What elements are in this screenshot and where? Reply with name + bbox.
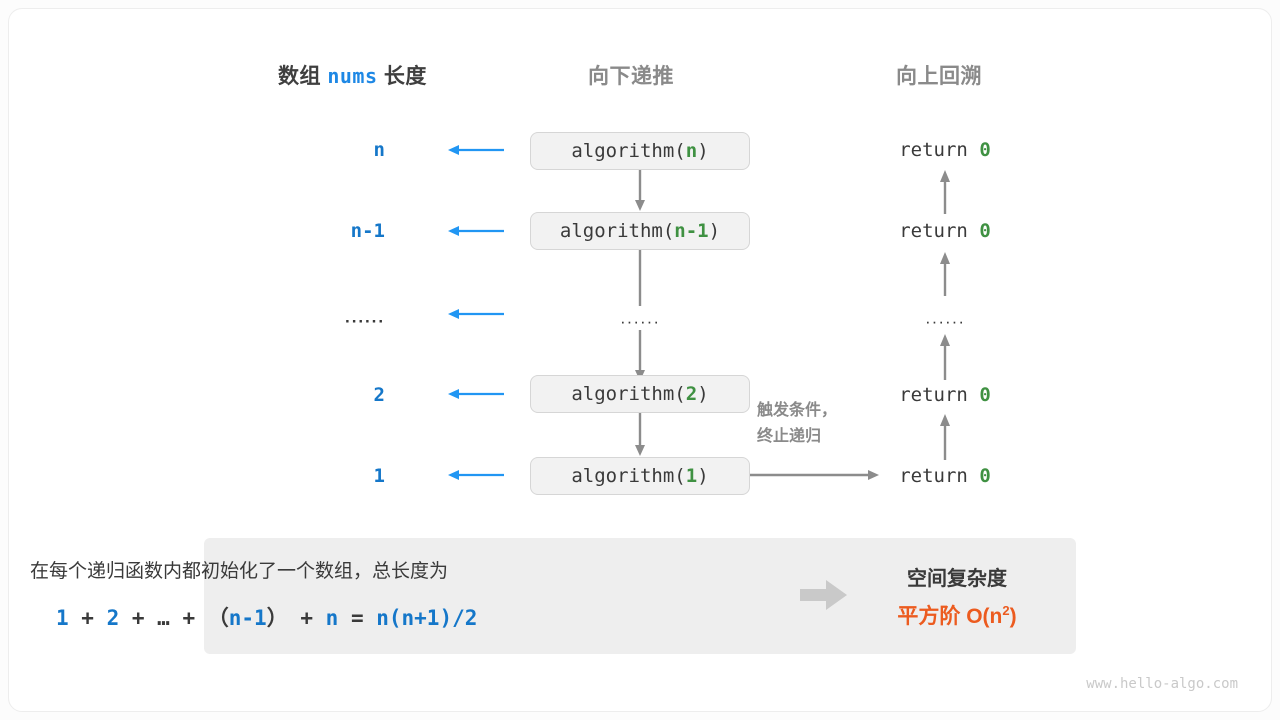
call-box-row-3: algorithm(2) bbox=[530, 375, 750, 413]
return-row-3: return 0 bbox=[830, 384, 1060, 406]
return-value-row-0: 0 bbox=[979, 139, 991, 161]
formula-part-5: ） + bbox=[266, 606, 326, 630]
up-connector-4-3 bbox=[940, 414, 950, 460]
result-exponent: 2 bbox=[1002, 603, 1010, 618]
base-case-note-line-2: 终止递归 bbox=[757, 428, 822, 445]
blue-left-arrow-row-3 bbox=[448, 389, 504, 399]
return-row-0: return 0 bbox=[830, 139, 1060, 161]
call-prefix-row-4: algorithm( bbox=[571, 465, 686, 487]
up-connector-3-2 bbox=[940, 334, 950, 380]
blue-left-arrow-row-4 bbox=[448, 470, 504, 480]
column-header-return-up: 向上回溯 bbox=[896, 65, 982, 88]
header-left-suffix: 长度 bbox=[383, 65, 427, 88]
header-left-prefix: 数组 bbox=[278, 65, 321, 88]
call-box-row-0: algorithm(n) bbox=[530, 132, 750, 170]
formula-part-0: 1 bbox=[56, 606, 69, 630]
call-arg-row-3: 2 bbox=[685, 383, 698, 405]
length-value-row-2: ······ bbox=[345, 312, 385, 331]
call-arg-row-0: n bbox=[685, 140, 698, 162]
length-value-row-3: 2 bbox=[373, 384, 385, 406]
up-connector-2-1 bbox=[940, 252, 950, 296]
base-case-note: 触发条件， 终止递归 bbox=[757, 398, 837, 450]
return-row-2-ellipsis: ······ bbox=[925, 312, 965, 331]
return-value-row-4: 0 bbox=[979, 465, 991, 487]
length-value-row-0: n bbox=[373, 139, 385, 161]
formula-part-7: = bbox=[338, 606, 377, 630]
blue-left-arrow-row-0 bbox=[448, 145, 504, 155]
length-value-row-4: 1 bbox=[373, 465, 385, 487]
result-value: 平方阶 O(n2) bbox=[862, 600, 1052, 630]
return-keyword-row-4: return bbox=[899, 465, 968, 487]
result-title: 空间复杂度 bbox=[907, 568, 1007, 590]
result-label: 平方阶 bbox=[897, 605, 961, 628]
up-connector-1-0 bbox=[940, 170, 950, 214]
call-arg-row-4: 1 bbox=[685, 465, 698, 487]
blue-left-arrow-row-2 bbox=[448, 309, 504, 319]
call-box-row-4: algorithm(1) bbox=[530, 457, 750, 495]
call-box-row-2-ellipsis: ······ bbox=[620, 312, 660, 331]
return-value-row-3: 0 bbox=[979, 384, 991, 406]
header-nums-token: nums bbox=[327, 64, 378, 88]
formula-part-8: n(n+1)/2 bbox=[376, 606, 478, 630]
down-connector-3-4 bbox=[635, 413, 645, 456]
base-case-note-line-1: 触发条件， bbox=[757, 402, 838, 419]
down-connector-0-1 bbox=[635, 170, 645, 211]
column-header-array-length: 数组 nums 长度 bbox=[278, 60, 427, 90]
down-connector-1-2 bbox=[638, 250, 642, 306]
return-row-1: return 0 bbox=[830, 220, 1060, 242]
summary-formula: 1 + 2 + … + （n-1） + n = n(n+1)/2 bbox=[56, 602, 477, 632]
result-big-o: O(n bbox=[966, 605, 1003, 628]
summary-panel bbox=[204, 538, 1076, 654]
call-suffix-row-1: ) bbox=[708, 220, 721, 242]
column-header-recurse-down: 向下递推 bbox=[588, 65, 674, 88]
watermark-url: www.hello-algo.com bbox=[1086, 676, 1238, 692]
call-suffix-row-0: ) bbox=[697, 140, 709, 162]
call-arg-row-1: n-1 bbox=[674, 220, 709, 242]
right-arrow-icon bbox=[800, 580, 847, 610]
result-close-paren: ) bbox=[1009, 605, 1017, 628]
base-case-horizontal-arrow bbox=[750, 470, 879, 480]
call-prefix-row-0: algorithm( bbox=[571, 140, 686, 162]
call-prefix-row-1: algorithm( bbox=[559, 220, 675, 242]
return-keyword-row-1: return bbox=[899, 220, 968, 242]
call-prefix-row-3: algorithm( bbox=[571, 383, 686, 405]
call-suffix-row-3: ) bbox=[697, 383, 709, 405]
formula-part-4: n-1 bbox=[228, 606, 267, 630]
return-row-4: return 0 bbox=[830, 465, 1060, 487]
return-value-row-1: 0 bbox=[979, 220, 991, 242]
formula-part-1: + bbox=[68, 606, 107, 630]
call-box-row-1: algorithm(n-1) bbox=[530, 212, 750, 250]
blue-left-arrow-row-1 bbox=[448, 226, 504, 236]
return-keyword-row-0: return bbox=[899, 139, 968, 161]
summary-description: 在每个递归函数内都初始化了一个数组，总长度为 bbox=[30, 561, 449, 582]
return-keyword-row-3: return bbox=[899, 384, 968, 406]
length-value-row-1: n-1 bbox=[350, 220, 385, 242]
formula-part-6: n bbox=[325, 606, 339, 630]
formula-part-2: 2 bbox=[106, 606, 120, 630]
formula-part-3: + … + （ bbox=[119, 606, 229, 630]
call-suffix-row-4: ) bbox=[697, 465, 709, 487]
